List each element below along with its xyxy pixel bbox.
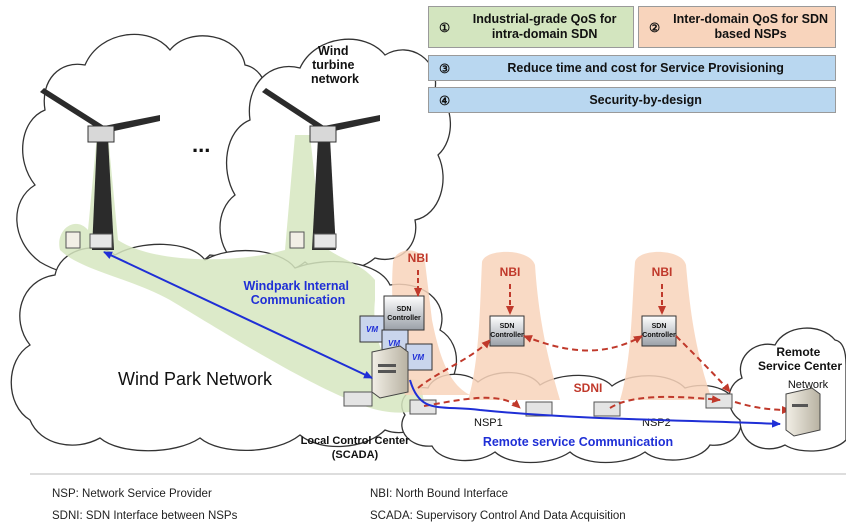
- goal-2-number: ②: [649, 20, 661, 35]
- turbine-right-devices: [289, 231, 337, 249]
- wind-turbine-network-label-3: network: [311, 72, 359, 86]
- sdni-links: [417, 335, 791, 414]
- goal-4-box: ④ Security-by-design: [428, 87, 836, 113]
- goal-2-text: Inter-domain QoS for SDN based NSPs: [673, 12, 829, 41]
- scada-label: (SCADA): [332, 449, 379, 461]
- nsp2-sdn-label-1: SDN: [652, 323, 667, 330]
- vm-label-1: VM: [366, 325, 378, 334]
- goal-3-number: ③: [439, 61, 451, 76]
- nbi-local: NBI: [408, 251, 429, 265]
- windpark-internal-label: Windpark Internal Communication: [244, 279, 353, 307]
- wind-turbine-network-label-2: turbine: [312, 58, 354, 72]
- nsp2-sdn-controller: SDN Controller: [641, 315, 677, 347]
- legend-sdni: SDNI: SDN Interface between NSPs: [52, 510, 238, 522]
- local-switch: [343, 391, 373, 407]
- wind-turbine-network-label-1: Wind: [318, 44, 348, 58]
- local-control-server: [371, 345, 409, 399]
- nsp1-sdn-controller: SDN Controller: [489, 315, 525, 347]
- goal-3-text: Reduce time and cost for Service Provisi…: [507, 60, 784, 75]
- turbine-left-devices: [65, 231, 113, 249]
- goal-1-number: ①: [439, 20, 451, 35]
- vm-label-3: VM: [412, 353, 424, 362]
- remote-service-center-label: Remote Service Center: [758, 345, 842, 373]
- wind-park-network-label: Wind Park Network: [118, 369, 273, 389]
- wind-turbine-network-label: Wind turbine network: [311, 44, 359, 86]
- goal-1-box: ① Industrial-grade QoS for intra-domain …: [428, 6, 634, 48]
- goal-4-number: ④: [439, 93, 451, 108]
- legend-nsp: NSP: Network Service Provider: [52, 488, 212, 500]
- remote-service-link: [409, 379, 781, 428]
- remote-service-center-label-1: Remote: [776, 345, 820, 359]
- nbi-nsp2: NBI: [652, 265, 673, 279]
- legend-nbi: NBI: North Bound Interface: [370, 488, 509, 500]
- wind-turbine-left: [40, 88, 160, 250]
- goal-3-box: ③ Reduce time and cost for Service Provi…: [428, 55, 836, 81]
- nsp1-label: NSP1: [474, 417, 503, 429]
- local-sdn-label-1: SDN: [397, 306, 412, 313]
- remote-service-comm-label: Remote service Communication: [483, 435, 673, 449]
- goal-1-text: Industrial-grade QoS for intra-domain SD…: [472, 12, 617, 41]
- sdni-label: SDNI: [574, 381, 603, 395]
- local-control-center-label: Local Control Center: [301, 435, 411, 447]
- goal-4-text: Security-by-design: [589, 92, 702, 107]
- goal-2-box: ② Inter-domain QoS for SDN based NSPs: [638, 6, 836, 48]
- legend-scada: SCADA: Supervisory Control And Data Acqu…: [370, 510, 626, 522]
- wind-turbine-right: [262, 88, 380, 250]
- remote-server: [785, 387, 821, 437]
- nsp1-sdn-label-1: SDN: [500, 323, 515, 330]
- vm-label-2: VM: [388, 339, 400, 348]
- remote-service-center-label-2: Service Center: [758, 359, 842, 373]
- ellipsis: ...: [192, 132, 210, 157]
- nsp1-sdn-label-2: Controller: [490, 332, 524, 339]
- nbi-nsp1: NBI: [500, 265, 521, 279]
- local-sdn-stack: VM VM VM SDN Controller: [359, 295, 433, 371]
- nsp2-sdn-label-2: Controller: [642, 332, 676, 339]
- windpark-internal-label-2: Communication: [251, 293, 345, 307]
- remote-network-label: Network: [788, 379, 829, 391]
- windpark-internal-label-1: Windpark Internal: [244, 279, 349, 293]
- local-sdn-label-2: Controller: [387, 315, 421, 322]
- windpark-internal-link: [103, 251, 373, 379]
